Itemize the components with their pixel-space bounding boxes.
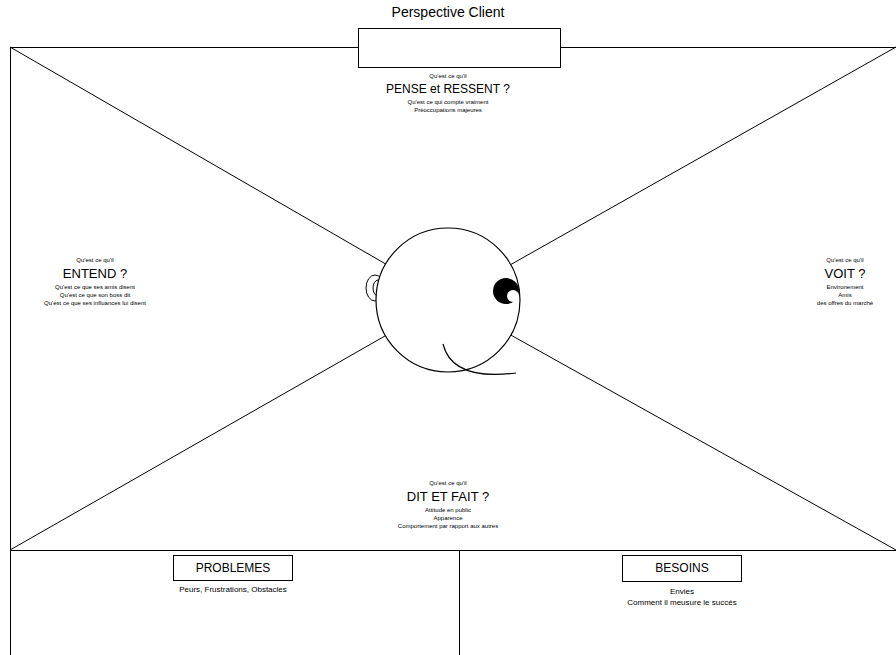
panel-label-box: BESOINS bbox=[622, 555, 742, 582]
panel-heading: PROBLEMES bbox=[196, 561, 271, 576]
panel-label-box: PROBLEMES bbox=[173, 555, 293, 581]
bottom-panel: Peurs, Frustrations, Obstacles PROBLEMES bbox=[10, 550, 460, 655]
quadrant-prompt: Qu'est ce qu'il bbox=[802, 256, 888, 264]
quadrant-prompt: Qu'est ce qui compte vraiment bbox=[318, 98, 578, 106]
quadrant-prompt: Amis bbox=[802, 291, 888, 299]
panel-description: Envies bbox=[532, 587, 832, 597]
panel-description: Peurs, Frustrations, Obstacles bbox=[83, 585, 383, 595]
panel-description: Comment il meusure le succés bbox=[532, 598, 832, 608]
quadrant-prompt: Attitude en public bbox=[318, 506, 578, 514]
quadrant-prompt: des offres du marché bbox=[802, 299, 888, 307]
map-quadrant: Qu'est ce qu'ilENTEND ?Qu'est ce que ses… bbox=[7, 256, 183, 307]
quadrant-heading: PENSE et RESSENT ? bbox=[318, 81, 578, 97]
map-quadrant: Qu'est ce qu'ilPENSE et RESSENT ?Qu'est … bbox=[318, 72, 578, 114]
quadrant-prompt: Environement bbox=[802, 283, 888, 291]
map-quadrant: Qu'est ce qu'ilVOIT ?EnvironementAmisdes… bbox=[802, 256, 888, 307]
quadrant-prompt: Qu'est ce que ses amis disent bbox=[7, 283, 183, 291]
quadrant-prompt: Qu'est ce que son boss dit bbox=[7, 291, 183, 299]
quadrant-prompt: Qu'est ce qu'il bbox=[318, 72, 578, 80]
quadrant-prompt: Qu'est ce que ses influances lui disent bbox=[7, 299, 183, 307]
map-quadrant: Qu'est ce qu'ilDIT ET FAIT ?Attitude en … bbox=[318, 479, 578, 530]
quadrant-prompt: Qu'est ce qu'il bbox=[7, 256, 183, 264]
panel-heading: BESOINS bbox=[655, 561, 708, 576]
face-illustration bbox=[366, 228, 520, 374]
map-title: Perspective Client bbox=[298, 4, 598, 21]
quadrant-prompt: Apparence bbox=[318, 514, 578, 522]
quadrant-prompt: Comportement par rapport aux autres bbox=[318, 522, 578, 530]
quadrant-heading: ENTEND ? bbox=[7, 265, 183, 282]
quadrant-prompt: Préoccupations majeures bbox=[318, 106, 578, 114]
bottom-panel: EnviesComment il meusure le succés BESOIN… bbox=[460, 550, 896, 655]
quadrant-heading: VOIT ? bbox=[802, 265, 888, 282]
quadrant-prompt: Qu'est ce qu'il bbox=[318, 479, 578, 487]
quadrant-heading: DIT ET FAIT ? bbox=[318, 488, 578, 505]
